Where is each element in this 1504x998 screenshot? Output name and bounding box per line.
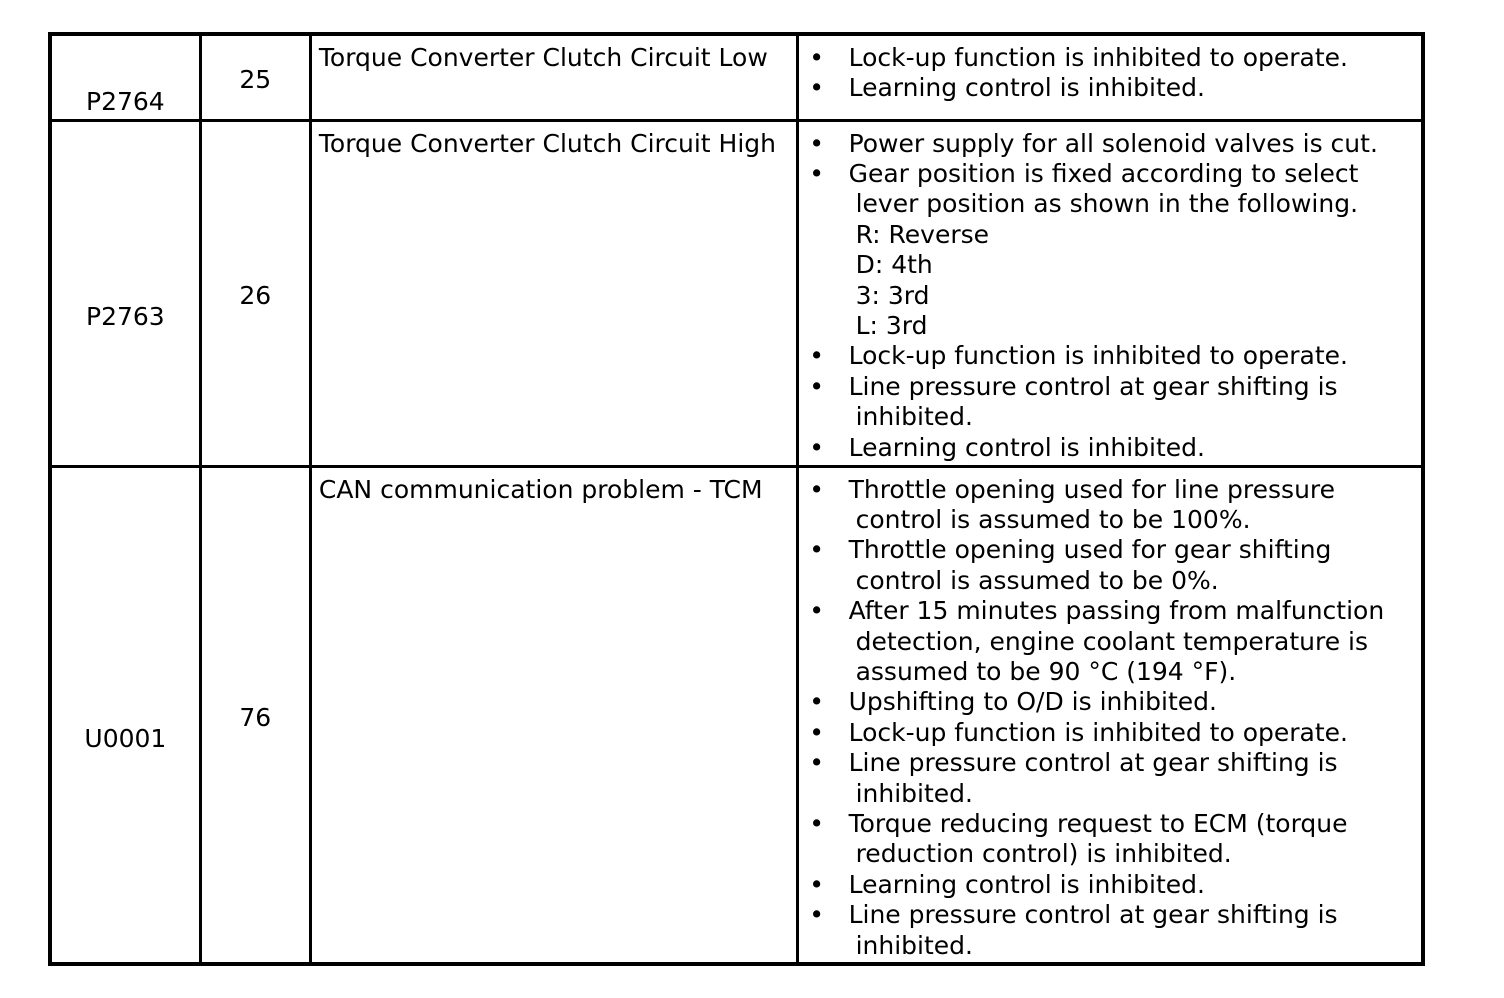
bullet-icon: • xyxy=(809,808,824,838)
bullet-icon: • xyxy=(809,535,824,565)
dtc-table-body: P2764 25 Torque Converter Clutch Circuit… xyxy=(48,32,1425,966)
dtc-description: Torque Converter Clutch Circuit High xyxy=(318,128,776,158)
fail-safe-text: Learning control is inhibited. xyxy=(848,869,1205,899)
fail-safe-text: lever position as shown in the following… xyxy=(855,189,1359,219)
dtc-number-cell: 76 xyxy=(198,464,312,966)
fail-safe-item: • Throttle opening used for gear shifting… xyxy=(800,535,1420,596)
fail-safe-cell: • Lock-up function is inhibited to operat… xyxy=(795,32,1425,122)
bullet-icon: • xyxy=(809,371,824,401)
fail-safe-text: Throttle opening used for line pressure xyxy=(848,474,1336,504)
bullet-icon: • xyxy=(809,341,824,371)
fail-safe-text: R: Reverse xyxy=(855,219,990,249)
fail-safe-text: Upshifting to O/D is inhibited. xyxy=(848,687,1217,717)
table-row: U0001 76 CAN communication problem - TCM… xyxy=(48,464,1425,966)
bullet-icon: • xyxy=(809,432,824,462)
fail-safe-text: Lock-up function is inhibited to operate… xyxy=(848,43,1348,72)
bullet-icon: • xyxy=(809,717,824,747)
dtc-description: Torque Converter Clutch Circuit Low xyxy=(318,43,768,72)
dtc-description-cell: CAN communication problem - TCM xyxy=(308,464,799,966)
fail-safe-text: Power supply for all solenoid valves is … xyxy=(848,128,1378,158)
fail-safe-text: inhibited. xyxy=(855,930,973,960)
fail-safe-text: Torque reducing request to ECM (torque xyxy=(848,808,1348,838)
fail-safe-item: • Throttle opening used for line pressure… xyxy=(800,474,1420,536)
bullet-icon: • xyxy=(809,128,824,158)
fail-safe-text: assumed to be 90 °C (194 °F). xyxy=(855,656,1237,686)
fail-safe-text: 3: 3rd xyxy=(855,280,930,310)
dtc-code: P2763 xyxy=(86,301,165,331)
bullet-icon: • xyxy=(809,900,824,930)
dtc-table: P2764 25 Torque Converter Clutch Circuit… xyxy=(48,32,1425,966)
dtc-number-cell: 26 xyxy=(198,118,312,468)
fail-safe-item: • Lock-up function is inhibited to operat… xyxy=(800,717,1420,748)
dtc-code-cell: P2764 xyxy=(48,32,202,122)
fail-safe-item: • Gear position is fixed according to sel… xyxy=(800,158,1420,341)
dtc-code: P2764 xyxy=(86,87,165,116)
fail-safe-list: • Throttle opening used for line pressure… xyxy=(800,474,1420,962)
fail-safe-cell: • Power supply for all solenoid valves is… xyxy=(795,118,1425,468)
bullet-icon: • xyxy=(809,158,824,188)
fail-safe-list: • Power supply for all solenoid valves is… xyxy=(800,128,1420,463)
fail-safe-item: • Line pressure control at gear shifting … xyxy=(800,748,1420,809)
dtc-number: 25 xyxy=(239,65,272,94)
dtc-code-cell: U0001 xyxy=(48,464,202,966)
fail-safe-item: • Line pressure control at gear shifting … xyxy=(800,371,1420,433)
fail-safe-text: inhibited. xyxy=(855,778,973,808)
fail-safe-text: Lock-up function is inhibited to operate… xyxy=(848,717,1348,747)
table-row: P2764 25 Torque Converter Clutch Circuit… xyxy=(48,32,1425,122)
fail-safe-item: • Learning control is inhibited. xyxy=(800,432,1420,463)
fail-safe-text: Line pressure control at gear shifting i… xyxy=(848,900,1338,930)
bullet-icon: • xyxy=(809,474,824,504)
fail-safe-text: After 15 minutes passing from malfunctio… xyxy=(848,596,1385,626)
dtc-number: 26 xyxy=(239,280,272,310)
fail-safe-text: Learning control is inhibited. xyxy=(848,73,1205,103)
fail-safe-item: • After 15 minutes passing from malfuncti… xyxy=(800,596,1420,687)
fail-safe-text: Throttle opening used for gear shifting xyxy=(848,535,1332,565)
fail-safe-item: • Learning control is inhibited. xyxy=(800,869,1420,900)
fail-safe-text: control is assumed to be 100%. xyxy=(855,504,1251,534)
dtc-code: U0001 xyxy=(84,723,167,753)
fail-safe-item: • Upshifting to O/D is inhibited. xyxy=(800,687,1420,717)
bullet-icon: • xyxy=(809,687,824,717)
fail-safe-cell: • Throttle opening used for line pressure… xyxy=(795,464,1425,966)
fail-safe-text: detection, engine coolant temperature is xyxy=(855,626,1369,656)
table-row: P2763 26 Torque Converter Clutch Circuit… xyxy=(48,118,1425,468)
bullet-icon: • xyxy=(809,748,824,778)
fail-safe-text: control is assumed to be 0%. xyxy=(855,565,1219,595)
fail-safe-item: • Learning control is inhibited. xyxy=(800,73,1420,103)
fail-safe-text: Lock-up function is inhibited to operate… xyxy=(848,341,1348,371)
fail-safe-item: • Line pressure control at gear shifting … xyxy=(800,900,1420,961)
fail-safe-list: • Lock-up function is inhibited to operat… xyxy=(800,43,1420,104)
fail-safe-text: inhibited. xyxy=(855,402,973,432)
dtc-code-cell: P2763 xyxy=(48,118,202,468)
dtc-description-cell: Torque Converter Clutch Circuit Low xyxy=(308,32,799,122)
fail-safe-item: • Lock-up function is inhibited to operat… xyxy=(800,341,1420,371)
dtc-number: 76 xyxy=(239,702,272,732)
fail-safe-text: Learning control is inhibited. xyxy=(848,432,1205,462)
fail-safe-item: • Power supply for all solenoid valves is… xyxy=(800,128,1420,159)
fail-safe-item: • Lock-up function is inhibited to operat… xyxy=(800,43,1420,73)
fail-safe-text: Gear position is fixed according to sele… xyxy=(848,158,1359,188)
fail-safe-text: L: 3rd xyxy=(855,310,928,340)
dtc-number-cell: 25 xyxy=(198,32,312,122)
fail-safe-text: Line pressure control at gear shifting i… xyxy=(848,371,1338,401)
bullet-icon: • xyxy=(809,73,824,103)
bullet-icon: • xyxy=(809,596,824,626)
dtc-description: CAN communication problem - TCM xyxy=(318,474,763,504)
fail-safe-text: D: 4th xyxy=(855,250,933,280)
dtc-description-cell: Torque Converter Clutch Circuit High xyxy=(308,118,799,468)
bullet-icon: • xyxy=(809,43,824,72)
fail-safe-text: reduction control) is inhibited. xyxy=(855,839,1232,869)
bullet-icon: • xyxy=(809,869,824,899)
fail-safe-text: Line pressure control at gear shifting i… xyxy=(848,748,1338,778)
